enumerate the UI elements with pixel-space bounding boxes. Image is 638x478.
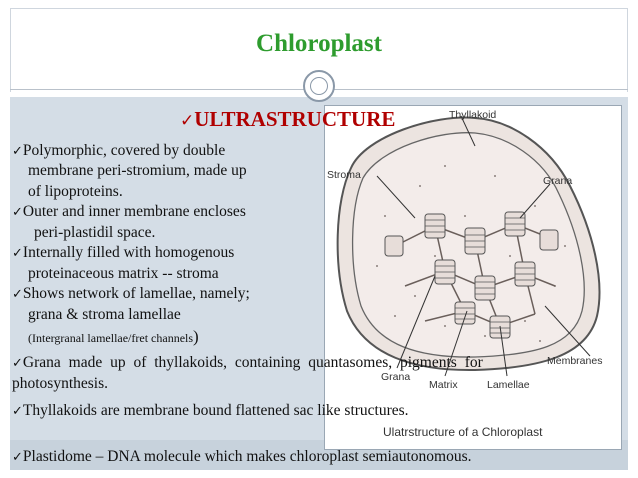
divider-ring-ornament <box>303 70 335 102</box>
section-heading-text: ULTRASTRUCTURE <box>194 107 396 131</box>
checkmark-icon: ✓ <box>12 356 23 371</box>
bullet-2-line-2: peri-plastidil space. <box>34 224 156 241</box>
bullet-5-line-2: photosynthesis. <box>12 375 109 392</box>
bullet-4-line-1: ✓Shows network of lamellae, namely; <box>12 285 250 302</box>
diagram-caption: Ulatrstructure of a Chloroplast <box>383 425 543 439</box>
bullet-7-line-1: ✓Plastidome – DNA molecule which makes c… <box>12 448 472 465</box>
bullet-4-line-2: grana & stroma lamellae <box>28 306 181 323</box>
divider-ring-inner <box>310 77 328 95</box>
chloroplast-diagram: Thyllakoid Stroma Grana Grana Matrix Lam… <box>324 105 622 450</box>
chloroplast-diagram-drawing: Thyllakoid Stroma Grana Grana Matrix Lam… <box>327 109 602 439</box>
label-matrix: Matrix <box>429 379 458 391</box>
checkmark-icon: ✓ <box>180 111 195 131</box>
bullet-6-line-1: ✓Thyllakoids are membrane bound flattene… <box>12 402 409 419</box>
checkmark-icon: ✓ <box>12 144 23 159</box>
checkmark-icon: ✓ <box>12 450 23 465</box>
bullet-1-line-2: membrane peri-stromium, made up <box>28 162 247 179</box>
label-grana-lower: Grana <box>381 371 410 383</box>
title-frame <box>10 8 628 92</box>
checkmark-icon: ✓ <box>12 205 23 220</box>
checkmark-icon: ✓ <box>12 287 23 302</box>
label-grana-upper: Grana <box>543 175 572 187</box>
bullet-1-line-1: ✓Polymorphic, covered by double <box>12 142 226 159</box>
bullet-3-line-2: proteinaceous matrix -- stroma <box>28 265 219 282</box>
checkmark-icon: ✓ <box>12 404 23 419</box>
slide-title: Chloroplast <box>256 30 382 57</box>
label-membranes: Membranes <box>547 355 602 367</box>
pointer-lines <box>376 115 591 377</box>
label-stroma: Stroma <box>327 169 361 181</box>
bullet-2-line-1: ✓Outer and inner membrane encloses <box>12 203 246 220</box>
grana-stack-lines <box>425 217 535 334</box>
bullet-4-note: (Intergranal lamellae/fret channels) <box>28 327 199 346</box>
label-thylakoid: Thyllakoid <box>449 109 496 121</box>
bullet-3-line-1: ✓Internally filled with homogenous <box>12 244 235 261</box>
checkmark-icon: ✓ <box>12 246 23 261</box>
bullet-1-line-3: of lipoproteins. <box>28 183 123 200</box>
bullet-5-line-1: ✓Grana made up of thyllakoids, containin… <box>12 354 483 371</box>
section-heading: ✓ULTRASTRUCTURE <box>180 107 395 132</box>
label-lamellae: Lamellae <box>487 379 530 391</box>
